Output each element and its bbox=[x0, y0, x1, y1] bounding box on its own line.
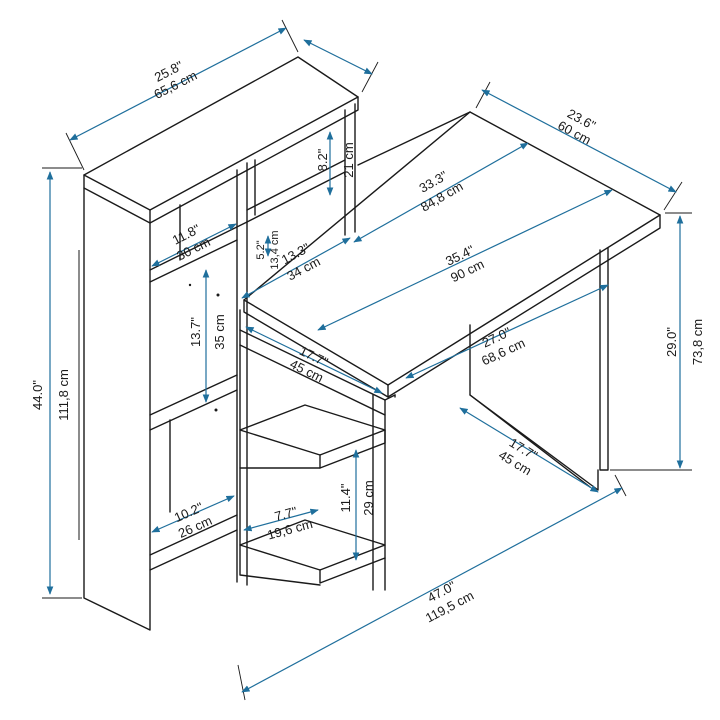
dim-top-depth bbox=[303, 39, 373, 75]
dim-total-width bbox=[241, 487, 623, 693]
label-shelf-height-in: 13.7" bbox=[188, 317, 203, 347]
label-lower-shelf-h-in: 11.4" bbox=[338, 483, 353, 512]
lower-shelf-1 bbox=[239, 404, 386, 456]
label-desk-height-in: 29.0" bbox=[664, 327, 679, 357]
dim-bottom-shelf bbox=[151, 495, 235, 533]
dim-shelf-width bbox=[151, 223, 237, 267]
label-lower-shelf-h-cm: 29 cm bbox=[361, 480, 376, 515]
dimension-lines bbox=[42, 19, 692, 701]
desk bbox=[243, 111, 661, 491]
dim-desk-depth bbox=[481, 89, 677, 193]
dim-top-width bbox=[69, 27, 287, 141]
desk-leg-right bbox=[599, 247, 609, 471]
label-small-gap-cm: 13,4 cm bbox=[269, 230, 281, 269]
label-total-height-cm: 111,8 cm bbox=[56, 369, 71, 421]
dim-knee-width bbox=[405, 284, 609, 379]
bookcase-left-panel bbox=[83, 187, 151, 631]
shelf-mid bbox=[149, 374, 238, 416]
dim-lower-depth bbox=[245, 326, 383, 394]
label-small-shelf-in: 7.7" bbox=[273, 504, 299, 524]
label-small-gap-in: 5.2" bbox=[255, 240, 267, 259]
label-shelf-height-cm: 35 cm bbox=[212, 314, 227, 349]
dim-leg-depth bbox=[459, 407, 599, 493]
label-top-shelf-h-in: 8.2" bbox=[315, 148, 330, 171]
label-total-height-in: 44.0" bbox=[30, 380, 45, 410]
dim-desk-width bbox=[317, 189, 613, 331]
label-top-shelf-h-cm: 21 cm bbox=[341, 142, 356, 177]
label-desk-height-cm: 73,8 cm bbox=[690, 319, 705, 365]
